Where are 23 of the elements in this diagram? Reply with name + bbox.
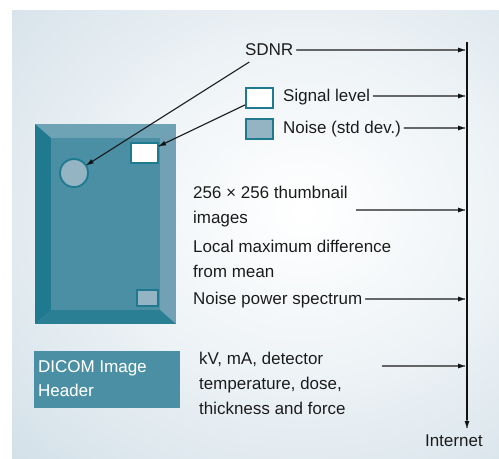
annotation-text: Noise (std dev.) bbox=[283, 115, 401, 140]
arrow bbox=[365, 296, 465, 302]
arrow bbox=[158, 104, 246, 147]
annotation-text: SDNR bbox=[245, 37, 294, 62]
arrow bbox=[296, 48, 465, 52]
network-line bbox=[466, 42, 468, 420]
annotation-text: Signal level bbox=[283, 83, 370, 108]
arrow bbox=[464, 420, 470, 428]
arrow bbox=[372, 94, 465, 98]
annotation-text: 256 × 256 thumbnail images bbox=[193, 180, 353, 230]
annotation-text: Internet bbox=[425, 428, 483, 453]
arrow bbox=[356, 208, 465, 212]
header-box: DICOM Image Header bbox=[34, 351, 180, 408]
region-box bbox=[130, 142, 159, 164]
arrow bbox=[86, 62, 250, 166]
annotation-text: kV, mA, detector temperature, dose, thickness and force bbox=[199, 346, 379, 421]
legend-swatch bbox=[245, 87, 274, 109]
arrow bbox=[404, 126, 465, 130]
region-box bbox=[136, 289, 159, 307]
arrow bbox=[382, 364, 465, 368]
legend-swatch bbox=[245, 118, 274, 140]
annotation-text: Noise power spectrum bbox=[193, 286, 362, 311]
annotation-text: Local maximum difference from mean bbox=[193, 234, 425, 284]
